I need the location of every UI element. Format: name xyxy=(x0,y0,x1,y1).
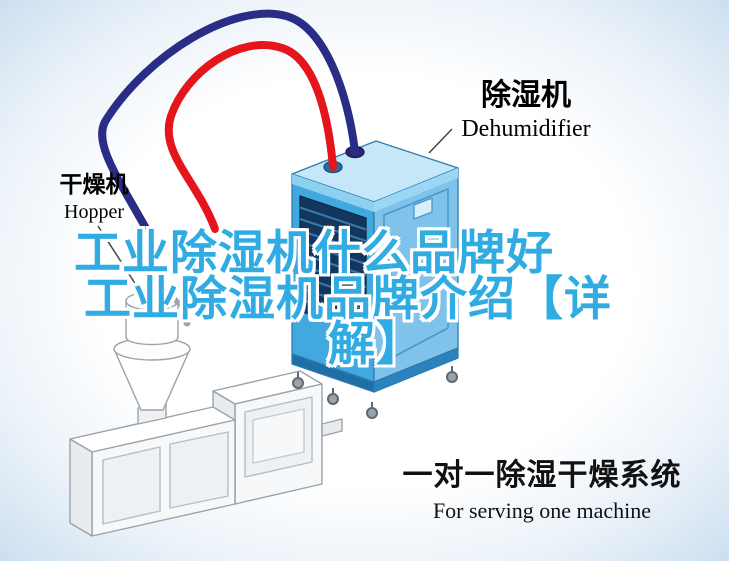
caption: 一对一除湿干燥系统 For serving one machine xyxy=(396,450,688,524)
overlay-title-line-3: 解】 xyxy=(328,317,424,370)
label-hopper-zh: 干燥机 xyxy=(59,171,129,197)
hose-navy xyxy=(98,9,359,236)
label-dehumidifier-zh: 除湿机 xyxy=(481,79,571,112)
dehumidifier-illustration xyxy=(291,140,459,419)
leader-line-hopper xyxy=(97,225,139,289)
overlay-title-line-2: 工业除湿机品牌介绍【详 xyxy=(84,272,612,325)
label-dehumidifier: 除湿机 Dehumidifier xyxy=(440,70,612,143)
label-hopper-en: Hopper xyxy=(64,201,124,223)
caption-zh: 一对一除湿干燥系统 xyxy=(402,459,682,492)
machine-illustration xyxy=(69,289,343,537)
label-hopper: 干燥机 Hopper xyxy=(48,165,140,224)
leader-line-dehumidifier xyxy=(428,128,453,154)
overlay-title-line-1: 工业除湿机什么品牌好 xyxy=(74,226,554,279)
label-dehumidifier-en: Dehumidifier xyxy=(461,116,591,142)
hose-red xyxy=(164,41,337,233)
caption-en: For serving one machine xyxy=(432,498,652,523)
